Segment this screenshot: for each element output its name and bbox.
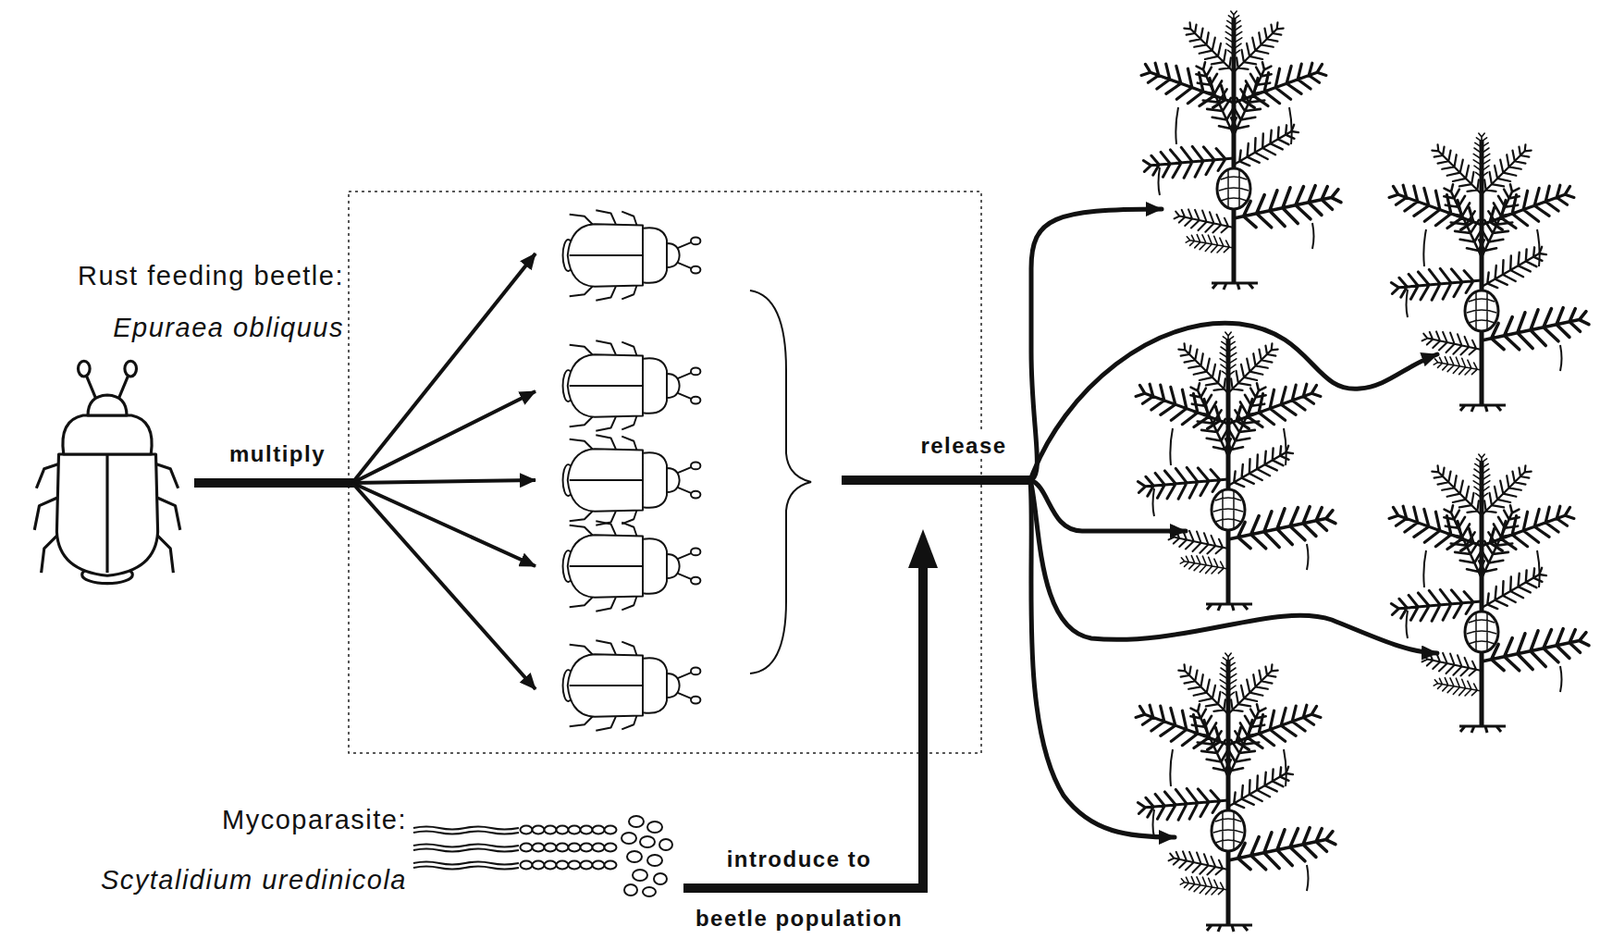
arrow-label: introduce to: [724, 846, 875, 873]
beetle-drawing: [563, 340, 702, 431]
beetle-drawing: [563, 520, 702, 612]
pine-tree: [1137, 11, 1343, 290]
fungus-chain: [413, 861, 617, 870]
pine-tree: [1385, 454, 1591, 733]
beetle-drawing: [563, 640, 702, 731]
drawing-part: [642, 886, 656, 897]
drawing-part: [352, 480, 536, 483]
drawing-part: [640, 836, 655, 848]
spores: [621, 815, 673, 897]
drawing-part: [624, 884, 638, 896]
heading-text: Mycoparasite:: [100, 799, 407, 840]
drawing-part: [352, 391, 536, 483]
drawing-part: [621, 832, 637, 844]
drawing-part: [659, 838, 673, 850]
drawing-part: [1030, 322, 1438, 480]
drawing-part: [653, 873, 667, 885]
organism-label: Mycoparasite: Scytalidium uredinicola: [100, 799, 407, 900]
species-name: Epuraea obliquus: [9, 307, 345, 348]
arrow-head: [908, 529, 938, 568]
drawing-part: [647, 854, 663, 866]
drawing-part: [1030, 480, 1175, 837]
brace: [750, 290, 812, 674]
beetle-drawing: [563, 209, 702, 301]
arrow-label: beetle population: [692, 905, 906, 932]
organism-label: Rust feeding beetle: Epuraea obliquus: [9, 255, 345, 348]
fungus-chain: [413, 843, 617, 852]
thick-arrow: [841, 475, 1033, 485]
pine-tree: [1385, 133, 1591, 412]
drawing-part: [628, 815, 644, 827]
arrow-label: release: [917, 432, 1010, 459]
beetle-drawing: [563, 434, 702, 526]
fungus-chain: [413, 825, 617, 835]
pine-tree: [1132, 332, 1338, 611]
species-name: Scytalidium uredinicola: [100, 859, 407, 900]
drawing-part: [352, 482, 536, 567]
dashed-box: [348, 191, 982, 753]
drawing-part: [647, 821, 663, 833]
pine-tree: [1132, 652, 1338, 932]
thick-arrow: [683, 564, 924, 888]
drawing-part: [352, 253, 536, 483]
drawing-part: [627, 850, 642, 862]
fan-arrows: [352, 253, 536, 690]
thick-arrow: [194, 478, 355, 488]
drawing-part: [352, 482, 536, 690]
beetle-drawing: [34, 360, 181, 583]
drawing-part: [632, 869, 648, 881]
arrow-label: multiply: [226, 441, 329, 468]
heading-text: Rust feeding beetle:: [9, 255, 345, 296]
